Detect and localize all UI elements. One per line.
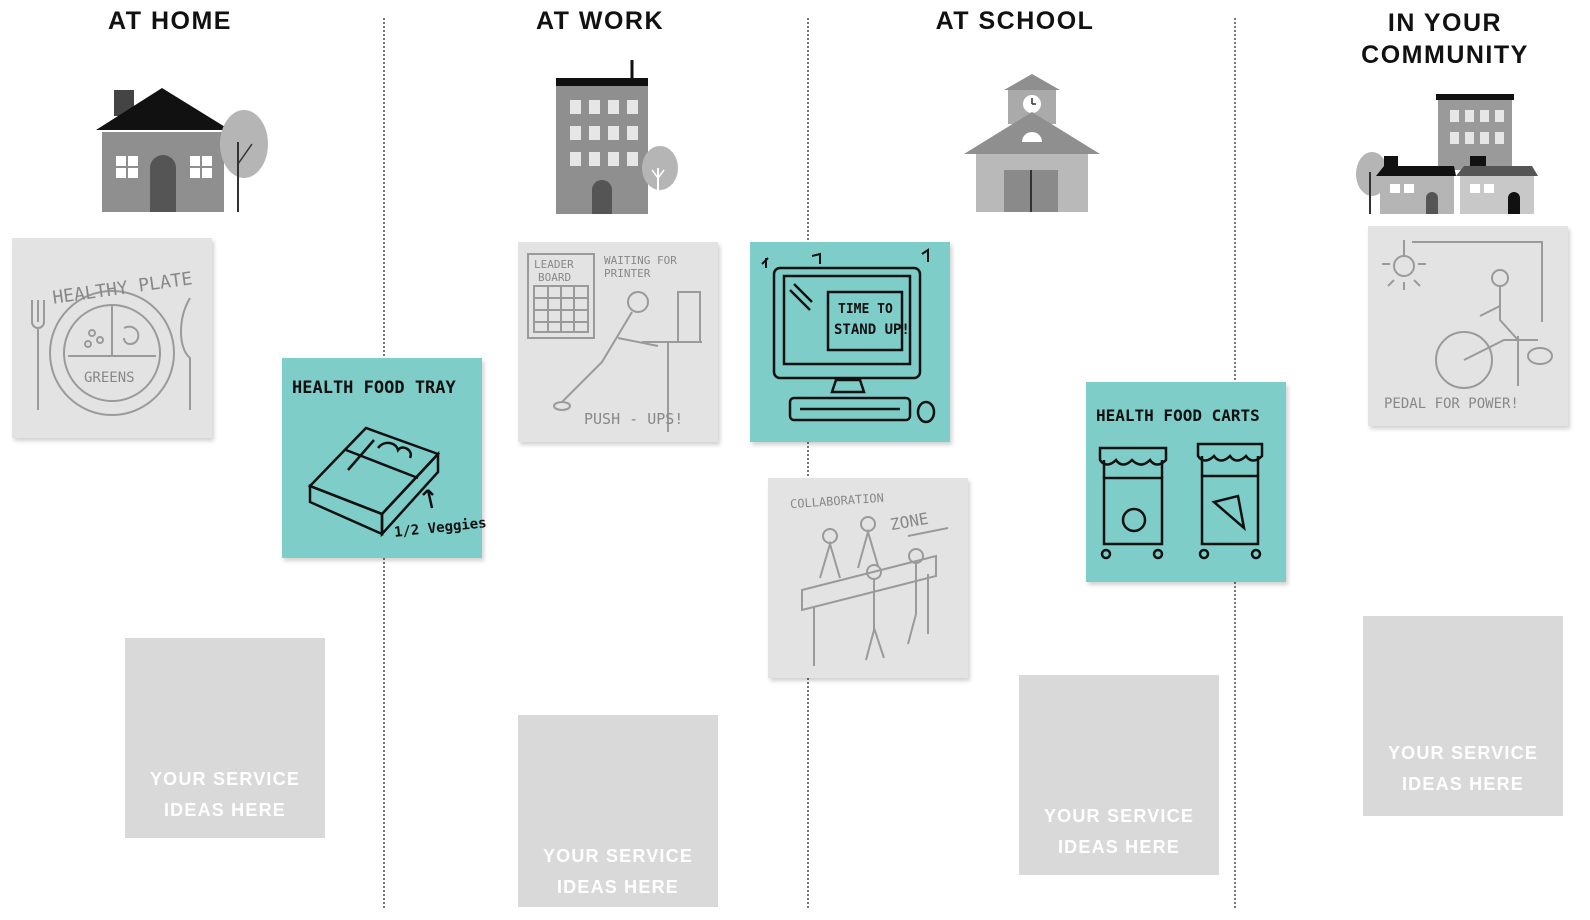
pushups-label: PUSH - UPS!	[584, 410, 684, 428]
column-title-home: AT HOME	[108, 7, 232, 35]
health-food-carts-label: HEALTH FOOD CARTS	[1096, 406, 1260, 425]
service-idea-placeholder-home[interactable]: YOUR SERVICE IDEAS HERE	[125, 638, 325, 838]
column-title-school: AT SCHOOL	[935, 7, 1095, 35]
waiting-printer-label-line1: WAITING FOR	[604, 254, 677, 267]
service-idea-placeholder-label: YOUR SERVICE IDEAS HERE	[1387, 743, 1539, 794]
leader-board-label-line1: LEADER	[534, 258, 574, 271]
sticky-note-pedal-for-power[interactable]: PEDAL FOR POWER!	[1368, 226, 1568, 426]
healthy-plate-sub-label: GREENS	[84, 370, 135, 386]
service-idea-placeholder-school[interactable]: YOUR SERVICE IDEAS HERE	[1019, 675, 1219, 875]
stand-up-label-line1: TIME TO	[838, 302, 893, 317]
sticky-note-collaboration-zone[interactable]: COLLABORATION ZONE	[768, 478, 968, 678]
office-building-icon	[552, 58, 687, 218]
column-divider	[807, 18, 809, 908]
community-buildings-icon	[1350, 92, 1540, 217]
service-idea-placeholder-work[interactable]: YOUR SERVICE IDEAS HERE	[518, 715, 718, 907]
sticky-note-healthy-plate[interactable]: HEALTHY PLATE GREENS	[12, 238, 212, 438]
column-title-work: AT WORK	[535, 7, 665, 35]
column-title-community-line2: COMMUNITY	[1361, 41, 1529, 69]
schoolhouse-icon	[962, 72, 1102, 217]
leader-board-label-line2: BOARD	[538, 271, 572, 284]
column-title-community-line1: IN YOUR	[1387, 9, 1503, 37]
service-idea-placeholder-community[interactable]: YOUR SERVICE IDEAS HERE	[1363, 616, 1563, 816]
waiting-printer-label-line2: PRINTER	[604, 267, 651, 280]
sticky-note-health-food-tray[interactable]: HEALTH FOOD TRAY 1/2 Veggies	[282, 358, 487, 558]
pedal-for-power-label: PEDAL FOR POWER!	[1384, 396, 1519, 412]
sticky-note-office-pushups[interactable]: LEADER BOARD WAITING FOR PRINTER PUSH - …	[518, 242, 718, 442]
stand-up-label-line2: STAND UP!	[834, 322, 910, 338]
house-icon	[92, 82, 272, 214]
sticky-note-stand-up[interactable]: TIME TO STAND UP!	[750, 242, 950, 442]
column-title-community: IN YOUR COMMUNITY	[1335, 7, 1555, 71]
service-idea-placeholder-label: YOUR SERVICE IDEAS HERE	[1043, 806, 1195, 857]
sticky-note-health-food-carts[interactable]: HEALTH FOOD CARTS	[1086, 382, 1286, 582]
service-idea-placeholder-label: YOUR SERVICE IDEAS HERE	[542, 846, 694, 897]
service-idea-placeholder-label: YOUR SERVICE IDEAS HERE	[149, 769, 301, 820]
health-food-tray-label: HEALTH FOOD TRAY	[292, 378, 456, 398]
